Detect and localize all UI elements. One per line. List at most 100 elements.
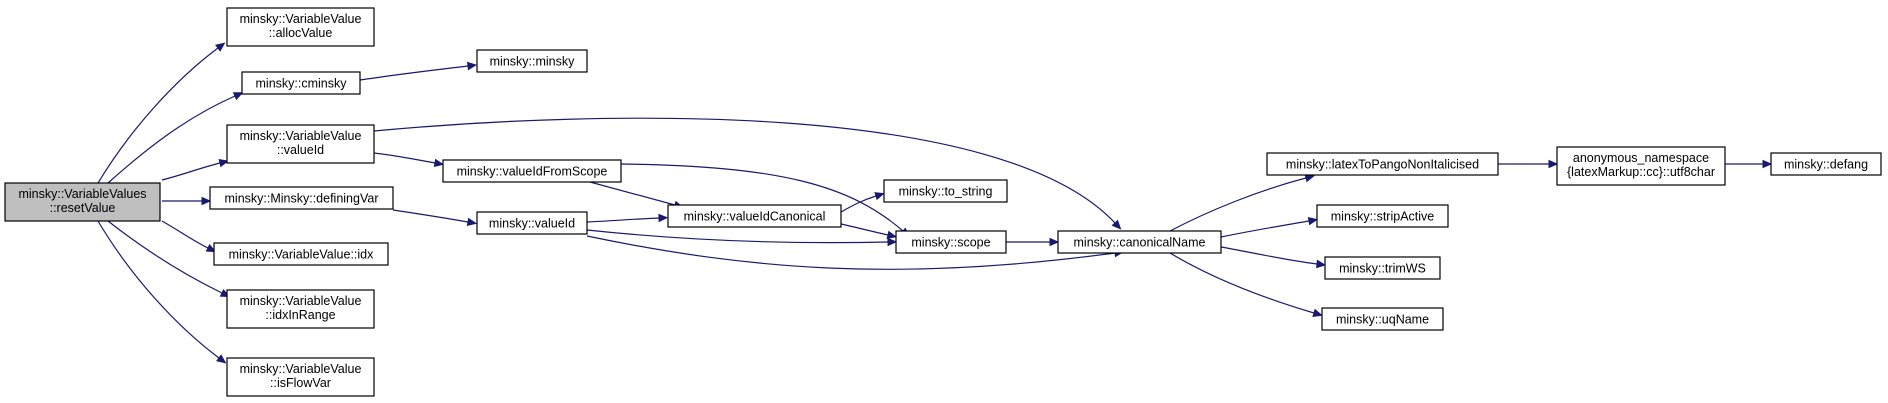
node-resetValue[interactable]: minsky::VariableValues::resetValue xyxy=(4,182,161,222)
node-label: minsky::VariableValue::idx xyxy=(229,248,374,262)
node-box xyxy=(226,289,375,329)
node-label: anonymous_namespace xyxy=(1573,151,1709,165)
edge-line xyxy=(161,162,221,181)
node-box xyxy=(226,7,375,47)
node-utf8char[interactable]: anonymous_namespace{latexMarkup::cc}::ut… xyxy=(1556,146,1726,186)
edge-valueId-to-canonicalName xyxy=(586,235,1125,270)
edge-canonicalName-to-latexToPango xyxy=(1169,173,1315,232)
edge-line xyxy=(586,235,1116,270)
node-box xyxy=(442,159,622,183)
edge-vvValueId-to-canonicalName xyxy=(373,117,1122,230)
arrowhead xyxy=(218,158,230,168)
node-label: minsky::valueIdFromScope xyxy=(457,165,608,179)
edge-resetValue-to-cminsky xyxy=(107,92,244,184)
arrowhead xyxy=(1316,259,1327,269)
edge-valueIdCanonical-to-to_string xyxy=(840,192,885,213)
node-vvValueId[interactable]: minsky::VariableValue::valueId xyxy=(226,124,375,164)
edge-resetValue-to-vvValueId xyxy=(161,158,230,181)
node-label: minsky::VariableValue xyxy=(240,362,362,376)
node-label: {latexMarkup::cc}::utf8char xyxy=(1567,165,1715,179)
node-defang[interactable]: minsky::defang xyxy=(1770,152,1882,176)
edge-line xyxy=(586,217,660,223)
edge-resetValue-to-definingVar xyxy=(162,196,212,206)
arrowhead xyxy=(886,230,898,240)
node-uqName[interactable]: minsky::uqName xyxy=(1321,307,1444,331)
node-label: minsky::VariableValues xyxy=(18,187,146,201)
node-canonicalName[interactable]: minsky::canonicalName xyxy=(1057,230,1222,254)
node-label: minsky::defang xyxy=(1784,158,1868,172)
edge-line xyxy=(97,47,219,184)
arrowhead xyxy=(658,213,669,223)
node-cminsky[interactable]: minsky::cminsky xyxy=(241,71,361,95)
node-label: minsky::VariableValue xyxy=(240,294,362,308)
node-idxInRange[interactable]: minsky::VariableValue::idxInRange xyxy=(226,289,375,329)
node-label: minsky::to_string xyxy=(899,185,993,199)
node-allocValue[interactable]: minsky::VariableValue::allocValue xyxy=(226,7,375,47)
edge-definingVar-to-valueId xyxy=(392,209,478,227)
nodes: minsky::VariableValues::resetValueminsky… xyxy=(4,7,1882,397)
edge-resetValue-to-idxInRange xyxy=(107,220,231,298)
edge-line xyxy=(620,163,904,232)
edge-line xyxy=(359,65,469,81)
edge-vvValueId-to-valueIdFromScope xyxy=(373,152,445,168)
node-label: minsky::stripActive xyxy=(1331,210,1435,224)
node-box xyxy=(1057,230,1222,254)
edge-line xyxy=(586,229,889,244)
arrowhead xyxy=(201,196,212,206)
edge-canonicalName-to-stripActive xyxy=(1220,216,1319,238)
edge-resetValue-to-allocValue xyxy=(97,42,226,184)
arrowhead xyxy=(205,244,217,253)
edge-line xyxy=(373,152,436,164)
edge-line xyxy=(107,95,236,184)
node-idx[interactable]: minsky::VariableValue::idx xyxy=(213,242,389,266)
edge-resetValue-to-idx xyxy=(161,220,217,253)
edge-line xyxy=(161,220,209,249)
node-isFlowVar[interactable]: minsky::VariableValue::isFlowVar xyxy=(226,357,375,397)
arrowhead xyxy=(887,237,898,247)
node-box xyxy=(1321,307,1444,331)
arrowhead xyxy=(216,354,227,364)
node-label: minsky::minsky xyxy=(490,55,575,69)
edge-cminsky-to-minsky xyxy=(359,61,478,81)
edge-line xyxy=(1169,252,1315,314)
node-valueId[interactable]: minsky::valueId xyxy=(476,211,588,235)
node-valueIdCanonical[interactable]: minsky::valueIdCanonical xyxy=(667,204,842,228)
node-label: ::resetValue xyxy=(50,201,116,215)
node-scope[interactable]: minsky::scope xyxy=(895,230,1007,254)
node-box xyxy=(226,357,375,397)
node-to_string[interactable]: minsky::to_string xyxy=(883,179,1008,203)
node-box xyxy=(241,71,361,95)
arrowhead xyxy=(874,192,885,201)
edge-line xyxy=(107,220,223,294)
arrowhead xyxy=(232,92,244,101)
node-label: minsky::canonicalName xyxy=(1074,236,1206,250)
node-box xyxy=(476,49,588,73)
edge-valueId-to-valueIdCanonical xyxy=(586,213,669,223)
arrowhead xyxy=(1762,159,1773,169)
node-box xyxy=(213,242,389,266)
edge-canonicalName-to-trimWS xyxy=(1220,246,1327,269)
node-definingVar[interactable]: minsky::Minsky::definingVar xyxy=(209,186,394,210)
node-stripActive[interactable]: minsky::stripActive xyxy=(1316,204,1449,228)
edge-line xyxy=(1169,177,1307,232)
node-label: minsky::latexToPangoNonItalicised xyxy=(1286,158,1479,172)
edge-line xyxy=(840,223,889,236)
node-label: minsky::valueIdCanonical xyxy=(684,210,826,224)
node-latexToPango[interactable]: minsky::latexToPangoNonItalicised xyxy=(1266,152,1499,176)
node-box xyxy=(895,230,1007,254)
node-box xyxy=(1324,256,1441,280)
edge-canonicalName-to-uqName xyxy=(1169,252,1323,317)
edge-resetValue-to-isFlowVar xyxy=(97,220,227,364)
node-label: ::idxInRange xyxy=(265,308,335,322)
arrowhead xyxy=(467,61,478,71)
node-valueIdFromScope[interactable]: minsky::valueIdFromScope xyxy=(442,159,622,183)
node-trimWS[interactable]: minsky::trimWS xyxy=(1324,256,1441,280)
edge-valueIdCanonical-to-scope xyxy=(840,223,898,240)
edge-utf8char-to-defang xyxy=(1725,159,1773,169)
arrowhead xyxy=(466,217,478,227)
edge-line xyxy=(1220,220,1310,238)
edge-valueId-to-scope xyxy=(586,229,898,247)
node-minsky[interactable]: minsky::minsky xyxy=(476,49,588,73)
edge-line xyxy=(589,181,676,206)
